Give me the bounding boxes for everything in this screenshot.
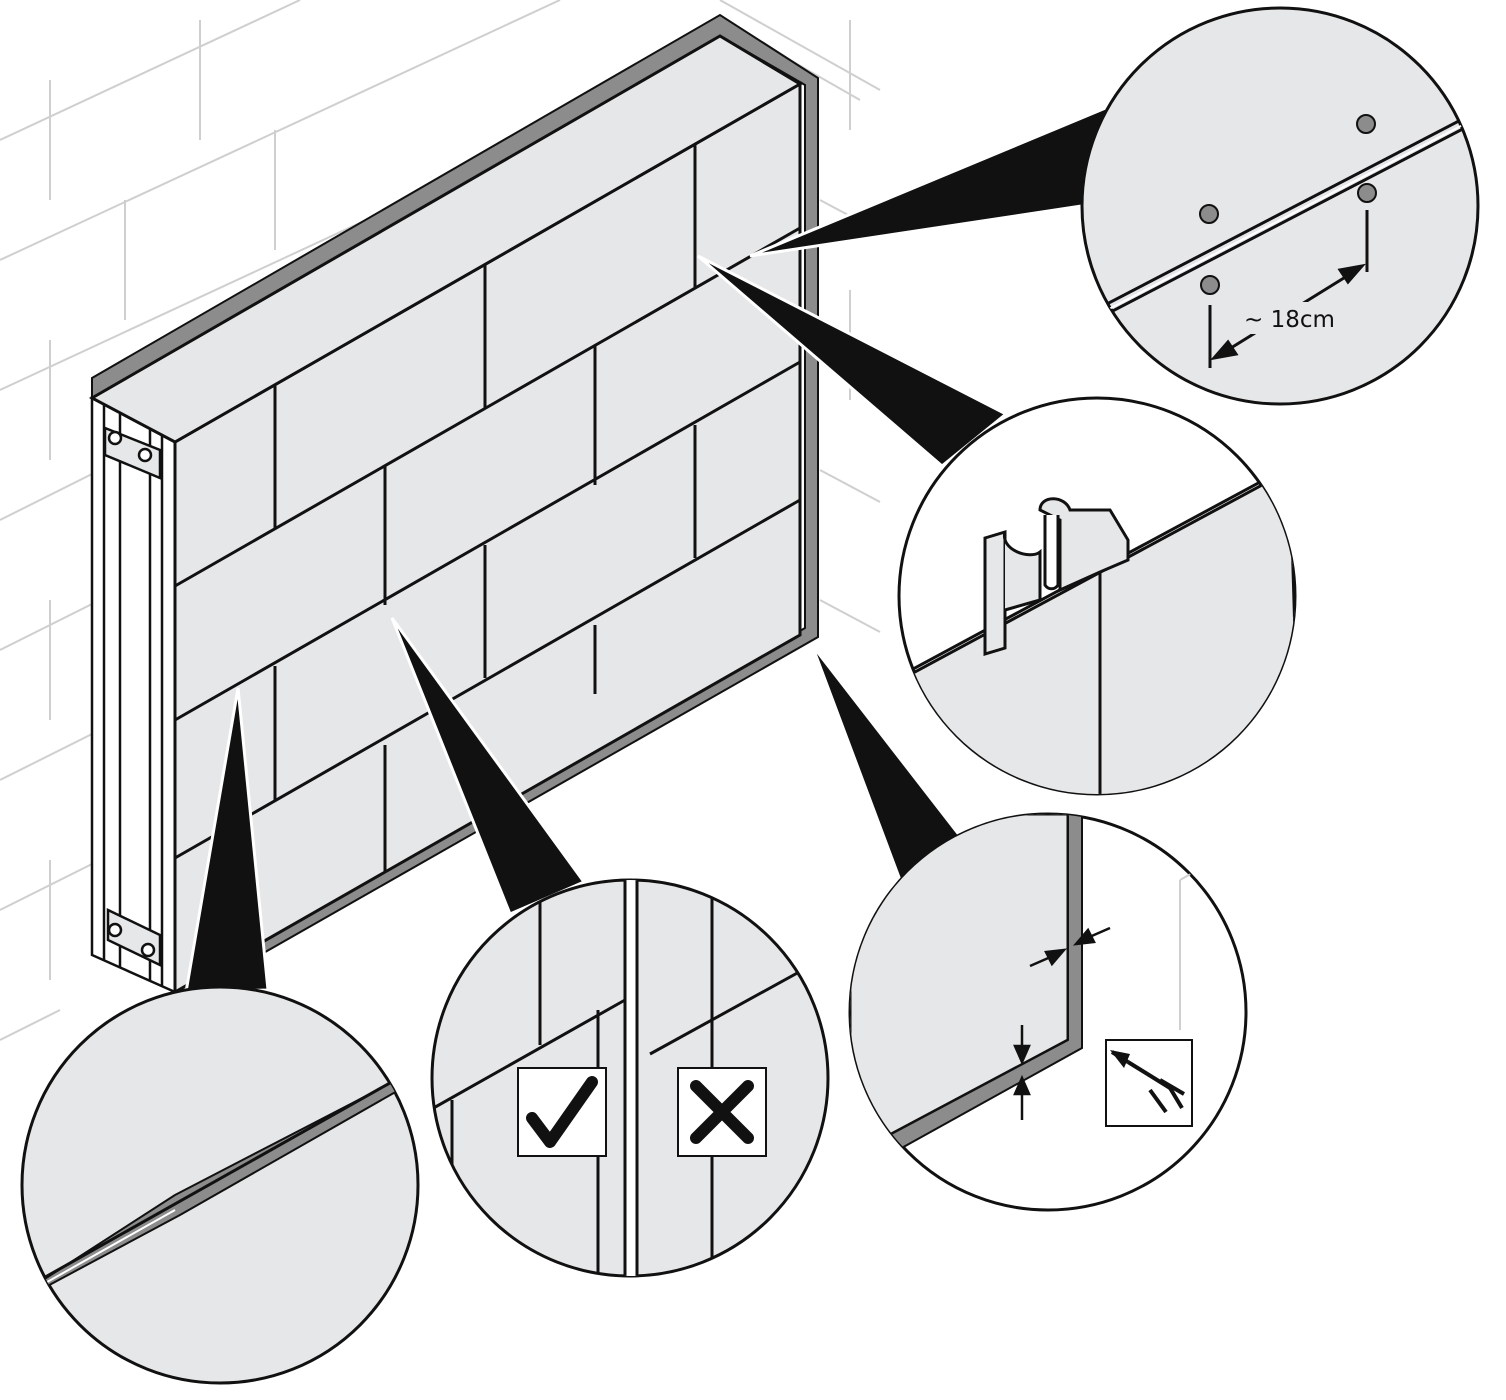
screw-icon [1199, 114, 1377, 295]
wall-panel-face [88, 34, 803, 995]
caulking-gun-icon [1105, 1039, 1193, 1127]
check-icon [517, 1067, 607, 1157]
detail-screw-spacing: ~ 18cm [1080, 6, 1480, 406]
detail-joint-alignment [430, 878, 830, 1278]
detail-panel-edge [20, 985, 420, 1385]
callout-pointers [184, 99, 1123, 994]
gap-arrows [1013, 926, 1111, 1120]
panel-joints [174, 144, 801, 872]
detail-profile-joint [897, 396, 1297, 796]
spacing-label: ~ 18cm [1244, 307, 1335, 333]
side-frame [90, 395, 177, 994]
detail-edge-gap [848, 812, 1248, 1212]
cross-icon [677, 1067, 767, 1157]
